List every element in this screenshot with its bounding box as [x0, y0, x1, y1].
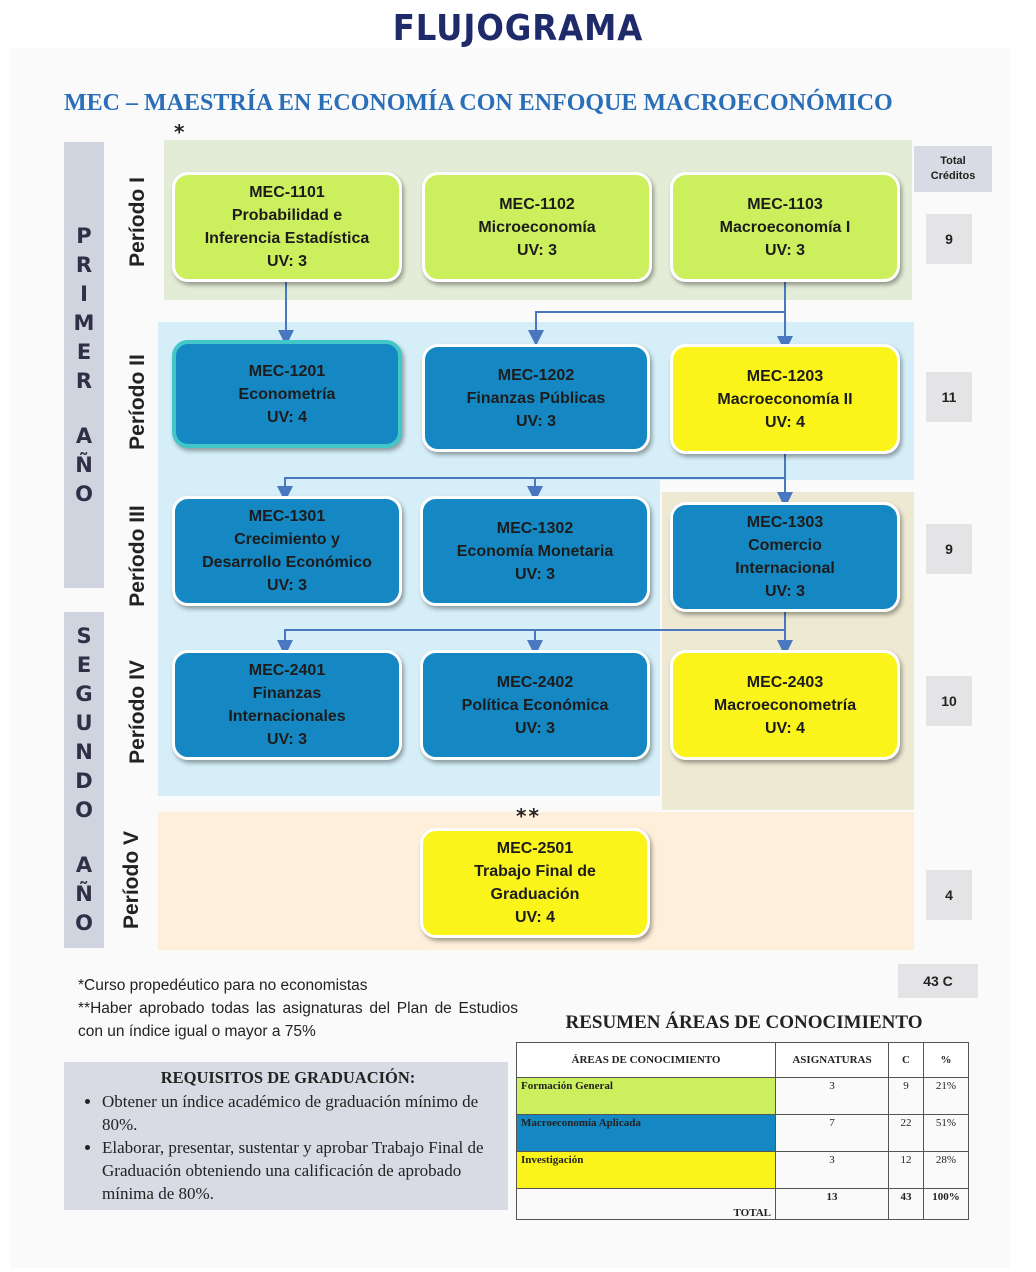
summary-cell: 3 [775, 1077, 889, 1115]
table-row: Formación General 3 9 21% [516, 1077, 969, 1115]
requirement-item: Obtener un índice académico de graduació… [102, 1090, 498, 1136]
summary-header-credits: C [888, 1042, 924, 1078]
year-letter: O [75, 481, 93, 506]
year-letter: D [75, 769, 93, 793]
summary-total-cell: 100% [923, 1188, 969, 1220]
summary-header-area: ÁREAS DE CONOCIMIENTO [516, 1042, 776, 1078]
credits-period-5: 4 [926, 870, 972, 920]
summary-cell: 7 [775, 1114, 889, 1152]
summary-table: ÁREAS DE CONOCIMIENTO ASIGNATURAS C % Fo… [516, 1042, 969, 1220]
footnote-propaedeutic: *Curso propedéutico para no economistas [78, 977, 368, 994]
summary-area-applied: Macroeconomía Aplicada [516, 1114, 776, 1152]
year-letter: N [75, 740, 93, 764]
requirement-item: Elaborar, presentar, sustentar y aprobar… [102, 1136, 498, 1205]
arrow-1203-to-1301 [277, 477, 785, 502]
footnote-final-project: **Haber aprobado todas las asignaturas d… [78, 1000, 518, 1040]
arrow-1103-to-1202 [528, 311, 785, 346]
year-letter: Ñ [75, 452, 93, 477]
year-letter: I [80, 281, 88, 306]
summary-cell: 3 [775, 1151, 889, 1189]
summary-title: RESUMEN ÁREAS DE CONOCIMIENTO [565, 1012, 923, 1033]
summary-cell: 12 [888, 1151, 924, 1189]
page-title: FLUJOGRAMA [392, 8, 644, 49]
footnotes: *Curso propedéutico para no economistas … [78, 974, 518, 1043]
year-letter: E [76, 339, 92, 364]
graduation-requirements-title: REQUISITOS DE GRADUACIÓN: [160, 1068, 416, 1087]
summary-total-cell: 43 [888, 1188, 924, 1220]
year-letter: R [75, 252, 93, 277]
summary-cell: 51% [923, 1114, 969, 1152]
year-letter: S [76, 624, 92, 648]
year-letter: A [75, 853, 93, 877]
graduation-requirement-star-mark: ** [516, 804, 541, 828]
summary-table-wrapper: ÁREAS DE CONOCIMIENTO ASIGNATURAS C % Fo… [516, 1042, 969, 1220]
summary-cell: 21% [923, 1077, 969, 1115]
year-letter: Ñ [75, 882, 93, 906]
credits-period-1: 9 [926, 214, 972, 264]
credits-period-2: 11 [926, 372, 972, 422]
arrow-1303-to-2401 [277, 629, 785, 656]
credits-period-4: 10 [926, 676, 972, 726]
summary-area-research: Investigación [516, 1151, 776, 1189]
year-letter: E [76, 653, 92, 677]
table-row: Investigación 3 12 28% [516, 1151, 969, 1189]
graduation-requirements-box: REQUISITOS DE GRADUACIÓN: Obtener un índ… [64, 1062, 508, 1210]
table-row-total: TOTAL 13 43 100% [516, 1188, 969, 1220]
summary-cell: 28% [923, 1151, 969, 1189]
year-letter: A [75, 423, 93, 448]
summary-cell: 22 [888, 1114, 924, 1152]
summary-area-general: Formación General [516, 1077, 776, 1115]
year-letter: G [75, 682, 93, 706]
year-letter: O [75, 798, 93, 822]
year-letter: R [75, 368, 93, 393]
summary-header-pct: % [923, 1042, 969, 1078]
year-letter: P [76, 223, 92, 248]
summary-cell: 9 [888, 1077, 924, 1115]
total-credits: 43 C [898, 964, 978, 998]
credits-period-3: 9 [926, 524, 972, 574]
propaedeutic-star-mark: * [174, 120, 185, 144]
summary-total-cell: 13 [775, 1188, 889, 1220]
summary-total-label: TOTAL [516, 1188, 776, 1220]
year-letter: O [75, 911, 93, 935]
year-letter: M [73, 310, 95, 335]
table-row: Macroeconomía Aplicada 7 22 51% [516, 1114, 969, 1152]
summary-header-subjects: ASIGNATURAS [775, 1042, 889, 1078]
year-letter: U [75, 711, 93, 735]
program-subtitle: MEC – MAESTRÍA EN ECONOMÍA CON ENFOQUE M… [64, 90, 893, 116]
